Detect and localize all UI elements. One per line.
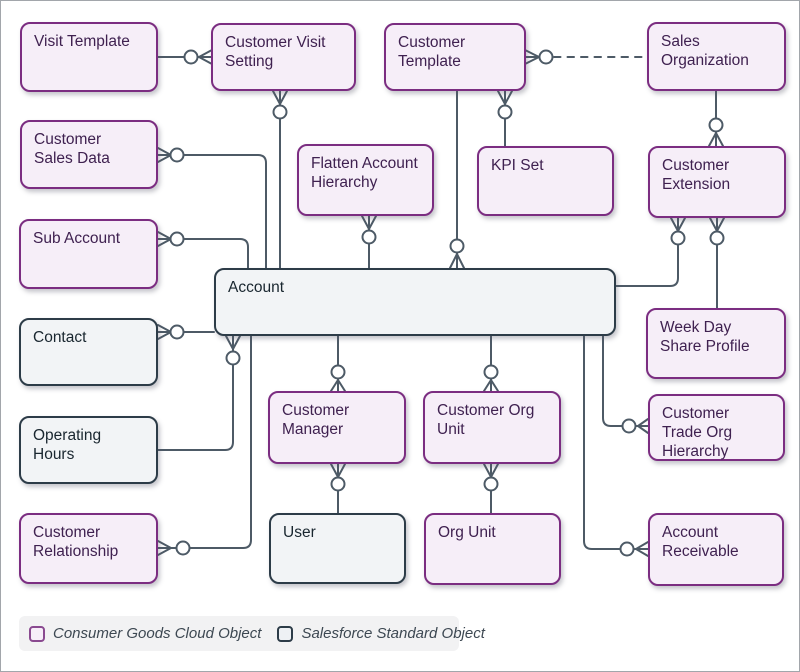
entity-label: Org Unit: [438, 524, 496, 541]
entity-user: User: [269, 513, 406, 584]
entity-label: Operating Hours: [33, 427, 102, 463]
connector-account-customer-org-unit: [483, 335, 499, 392]
legend-label-standard: Salesforce Standard Object: [301, 625, 485, 642]
entity-label: Customer Org Unit: [437, 402, 535, 438]
connector-sub-account-account: [157, 231, 249, 269]
entity-label: Contact: [33, 329, 87, 346]
connector-visit-template-customer-visit-setting: [157, 49, 212, 65]
connector-customer-template-sales-organization: [525, 49, 647, 65]
connector-flatten-account-hierarchy-account: [361, 215, 377, 269]
entity-account: Account: [214, 268, 616, 336]
entity-label: KPI Set: [491, 157, 544, 174]
entity-label: Visit Template: [34, 33, 130, 50]
entity-customer-sales-data: Customer Sales Data: [20, 120, 158, 189]
entity-customer-manager: Customer Manager: [268, 391, 406, 464]
legend: Consumer Goods Cloud Object Salesforce S…: [19, 616, 485, 651]
entity-label: Customer Trade Org Hierarchy: [662, 405, 733, 460]
entity-sales-organization: Sales Organization: [647, 22, 786, 91]
connector-account-customer-trade-org-hierarchy: [602, 335, 649, 434]
connector-account-account-receivable: [583, 335, 649, 557]
connector-account-customer-manager: [330, 335, 346, 392]
entity-flatten-account-hierarchy: Flatten Account Hierarchy: [297, 144, 434, 216]
entity-customer-extension: Customer Extension: [648, 146, 786, 218]
connector-customer-template-account: [449, 90, 465, 269]
connector-customer-manager-user: [330, 463, 346, 514]
entity-customer-relationship: Customer Relationship: [19, 513, 158, 584]
connector-account-customer-relationship: [157, 335, 252, 556]
connector-customer-visit-setting-account: [272, 90, 288, 269]
entity-kpi-set: KPI Set: [477, 146, 614, 216]
entity-label: User: [283, 524, 316, 541]
entity-customer-trade-org-hierarchy: Customer Trade Org Hierarchy: [648, 394, 785, 461]
legend-swatch-consumer-goods-icon: [29, 625, 45, 642]
entity-label: Customer Visit Setting: [225, 34, 326, 70]
connector-customer-template-kpi-set: [497, 90, 513, 147]
connector-customer-extension-week-day-share-profile: [709, 217, 725, 309]
connector-customer-sales-data-account: [157, 147, 267, 269]
entity-label: Week Day Share Profile: [660, 319, 750, 355]
entity-contact: Contact: [19, 318, 158, 386]
entity-label: Customer Template: [398, 34, 466, 70]
connector-contact-account: [157, 324, 215, 340]
entity-customer-template: Customer Template: [384, 23, 526, 91]
entity-org-unit: Org Unit: [424, 513, 561, 585]
connector-customer-org-unit-org-unit: [483, 463, 499, 514]
entity-visit-template: Visit Template: [20, 22, 158, 92]
entity-customer-visit-setting: Customer Visit Setting: [211, 23, 356, 91]
entity-label: Customer Relationship: [33, 524, 119, 560]
entity-operating-hours: Operating Hours: [19, 416, 158, 484]
legend-swatch-standard-icon: [277, 625, 294, 642]
connector-customer-extension-account: [615, 217, 686, 287]
entity-label: Customer Sales Data: [34, 131, 110, 167]
entity-sub-account: Sub Account: [19, 219, 158, 289]
entity-label: Account: [228, 279, 285, 296]
entity-account-receivable: Account Receivable: [648, 513, 784, 586]
entity-week-day-share-profile: Week Day Share Profile: [646, 308, 786, 379]
entity-label: Customer Manager: [282, 402, 350, 438]
legend-label-consumer-goods: Consumer Goods Cloud Object: [53, 625, 262, 642]
entity-label: Flatten Account Hierarchy: [311, 155, 418, 191]
connector-account-operating-hours: [157, 335, 241, 451]
entity-label: Customer Extension: [662, 157, 731, 193]
entity-label: Account Receivable: [662, 524, 739, 560]
entity-label: Sub Account: [33, 230, 121, 247]
entity-label: Sales Organization: [661, 33, 749, 69]
connector-sales-organization-customer-extension: [708, 90, 724, 147]
entity-customer-org-unit: Customer Org Unit: [423, 391, 561, 464]
